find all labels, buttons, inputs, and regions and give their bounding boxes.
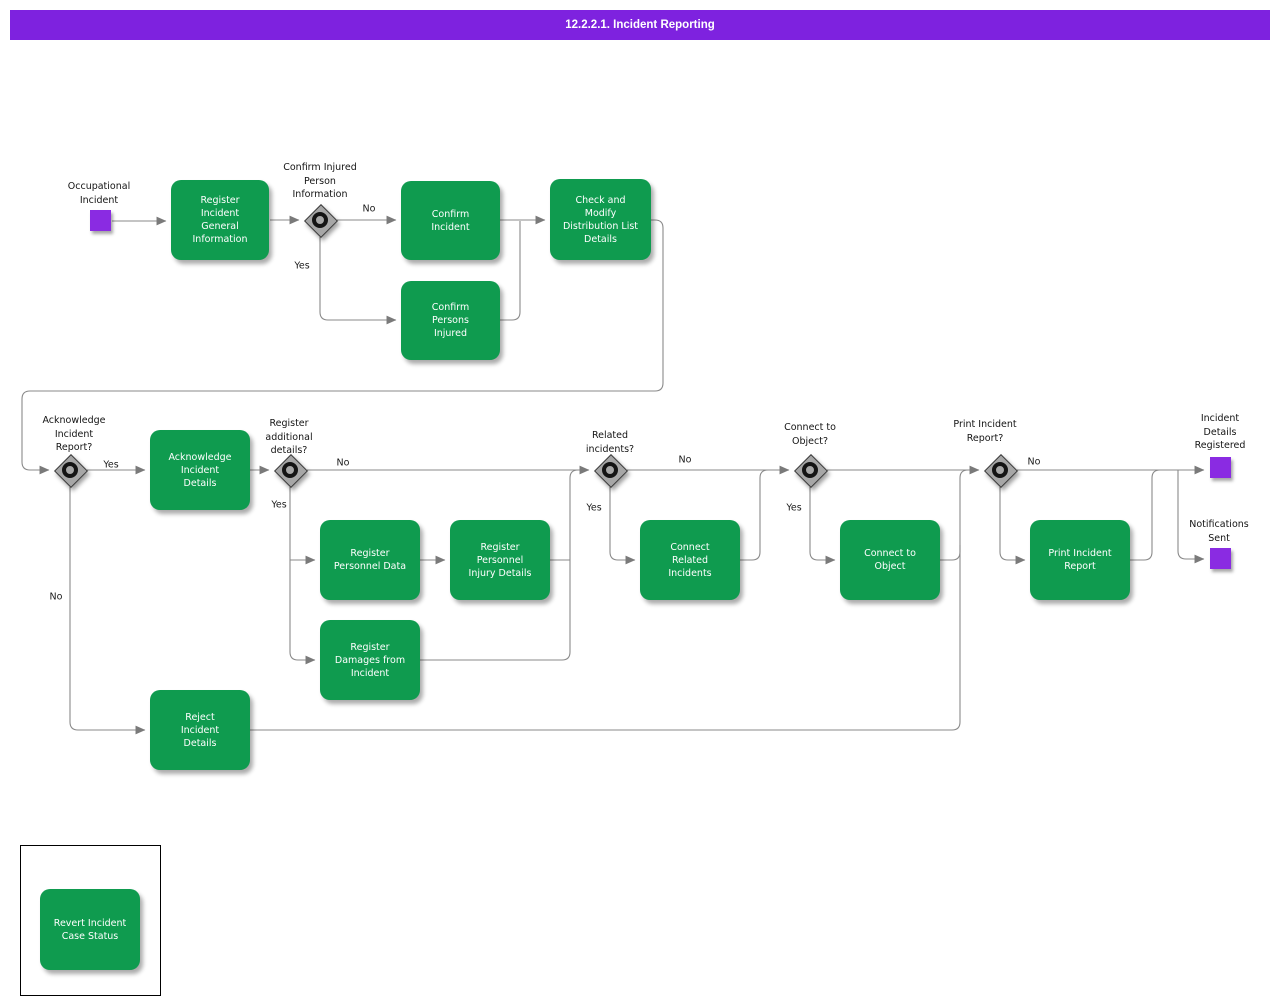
activity-confirm-incident[interactable]: Confirm Incident <box>401 181 500 260</box>
activity-register-personnel-data[interactable]: Register Personnel Data <box>320 520 420 600</box>
activity-register-personnel-injury-details[interactable]: Register Personnel Injury Details <box>450 520 550 600</box>
edge-label-gw6-no: No <box>1027 456 1041 468</box>
edge-label-gw3-no: No <box>336 457 350 469</box>
edge-connectobject-merge <box>940 545 961 561</box>
activity-reject-incident-details[interactable]: Reject Incident Details <box>150 690 250 770</box>
gateway-label-connect-to-object: Connect to Object? <box>784 422 836 447</box>
edge-gw4-yes-connect-related <box>609 487 636 565</box>
event-label-occupational-incident: Occupational Incident <box>67 181 131 206</box>
edge-label-gw4-no: No <box>678 454 692 466</box>
edge-notifications-branch <box>1177 470 1205 564</box>
edge-label-gw4-yes: Yes <box>586 502 602 514</box>
activity-connect-to-object[interactable]: Connect to Object <box>840 520 940 600</box>
gateway-label-related-incidents: Related incidents? <box>585 430 635 455</box>
activity-revert-incident-case-status[interactable]: Revert Incident Case Status <box>40 889 140 970</box>
gateway-label-confirm-injured-person-information: Confirm Injured Person Information <box>283 162 357 200</box>
gateway-circle-icon <box>802 462 818 478</box>
gateway-connect-to-object <box>793 453 828 488</box>
edge-label-gw1-yes: Yes <box>294 260 310 272</box>
page-title: 12.2.2.1. Incident Reporting <box>565 19 715 31</box>
activity-check-and-modify-distribution-list-details[interactable]: Check and Modify Distribution List Detai… <box>550 179 651 260</box>
activity-register-incident-general-information[interactable]: Register Incident General Information <box>171 180 269 260</box>
gateway-label-acknowledge-incident-report: Acknowledge Incident Report? <box>42 415 106 453</box>
event-label-incident-details-registered: Incident Details Registered <box>1194 413 1246 451</box>
gateway-print-incident-report <box>983 453 1018 488</box>
end-event-notifications-sent <box>1210 548 1231 569</box>
gateway-circle-icon <box>312 212 328 228</box>
gateway-confirm-injured-person-information <box>303 203 338 238</box>
gateway-label-print-incident-report: Print Incident Report? <box>953 419 1017 444</box>
edge-gw1-yes-confirm-persons <box>319 237 397 325</box>
edge-gw6-down-print <box>999 487 1026 565</box>
activity-register-damages-from-incident[interactable]: Register Damages from Incident <box>320 620 420 700</box>
gateway-related-incidents <box>593 453 628 488</box>
edge-print-merge <box>1130 469 1161 561</box>
edge-connectrelated-merge <box>740 469 769 561</box>
edge-gw5-yes-connect-object <box>809 487 836 565</box>
edge-label-gw5-yes: Yes <box>786 502 802 514</box>
edge-label-gw1-no: No <box>362 203 376 215</box>
edge-label-gw2-yes: Yes <box>103 459 119 471</box>
gateway-circle-icon <box>992 462 1008 478</box>
event-label-notifications-sent: Notifications Sent <box>1189 519 1249 544</box>
end-event-incident-details-registered <box>1210 457 1231 478</box>
gateway-circle-icon <box>62 462 78 478</box>
edge-gw2-no-reject <box>69 487 146 735</box>
activity-confirm-persons-injured[interactable]: Confirm Persons Injured <box>401 281 500 360</box>
edge-label-gw2-no: No <box>49 591 63 603</box>
gateway-label-register-additional-details: Register additional details? <box>265 418 313 456</box>
gateway-acknowledge-incident-report <box>53 453 88 488</box>
activity-print-incident-report[interactable]: Print Incident Report <box>1030 520 1130 600</box>
activity-acknowledge-incident-details[interactable]: Acknowledge Incident Details <box>150 430 250 510</box>
edge-label-gw3-yes: Yes <box>271 499 287 511</box>
start-event-occupational-incident <box>90 210 111 231</box>
edge-confirm-persons-merge <box>500 221 521 321</box>
diagram-title-bar: 12.2.2.1. Incident Reporting <box>10 10 1270 40</box>
gateway-circle-icon <box>282 462 298 478</box>
edge-gw3-yes-rail <box>289 487 316 665</box>
gateway-register-additional-details <box>273 453 308 488</box>
activity-connect-related-incidents[interactable]: Connect Related Incidents <box>640 520 740 600</box>
gateway-circle-icon <box>602 462 618 478</box>
